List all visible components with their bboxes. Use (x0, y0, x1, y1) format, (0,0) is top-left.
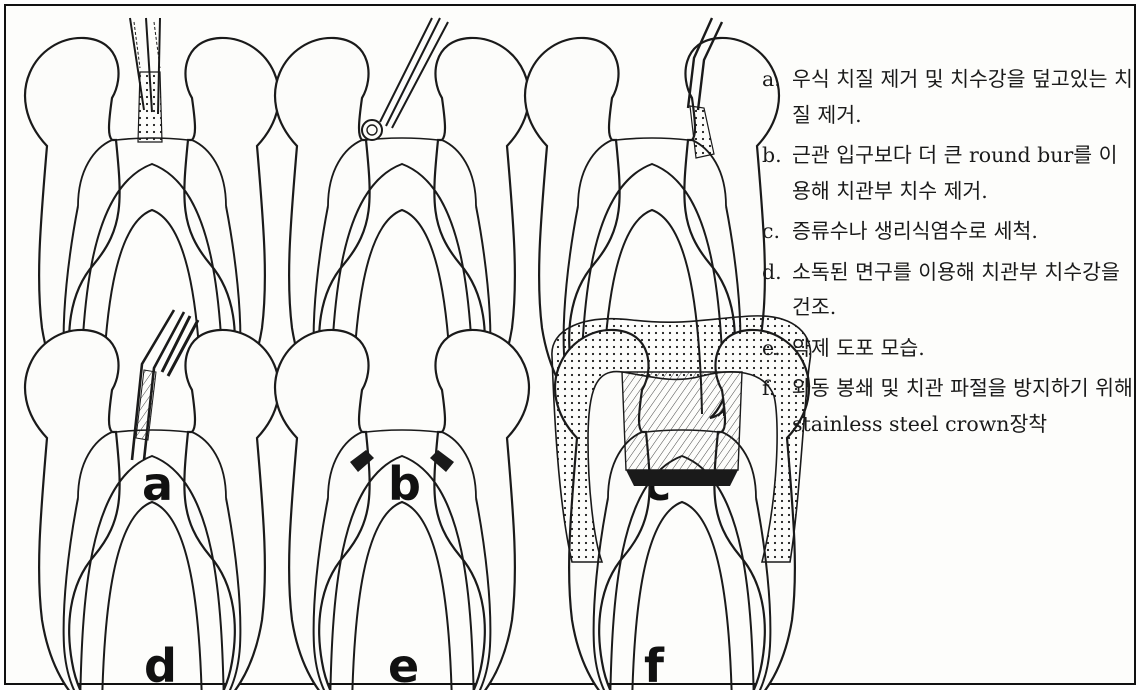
step-item-e: e. 약제 도포 모습. (762, 331, 1134, 367)
step-mark: b. (762, 138, 792, 209)
step-item-a: a. 우식 치질 제거 및 치수강을 덮고있는 치질 제거. (762, 62, 1134, 133)
step-mark: d. (762, 255, 792, 326)
step-list: a. 우식 치질 제거 및 치수강을 덮고있는 치질 제거. b. 근관 입구보… (762, 62, 1134, 447)
step-text: 근관 입구보다 더 큰 round bur를 이용해 치관부 치수 제거. (792, 138, 1134, 209)
step-text: 약제 도포 모습. (792, 331, 1134, 367)
step-text: 증류수나 생리식염수로 세척. (792, 214, 1134, 250)
bur-tool-a (130, 18, 162, 142)
step-item-f: f. 와동 봉쇄 및 치관 파절을 방지하기 위해 stainless stee… (762, 371, 1134, 442)
step-item-d: d. 소독된 면구를 이용해 치관부 치수강을건조. (762, 255, 1134, 326)
panel-letter-f: f (644, 639, 665, 690)
step-text: 와동 봉쇄 및 치관 파절을 방지하기 위해 stainless steel c… (792, 371, 1134, 442)
step-text: 우식 치질 제거 및 치수강을 덮고있는 치질 제거. (792, 62, 1134, 133)
step-mark: f. (762, 371, 792, 442)
step-mark: a. (762, 62, 792, 133)
step-item-c: c. 증류수나 생리식염수로 세척. (762, 214, 1134, 250)
panel-letter-e: e (388, 639, 419, 690)
panel-letter-d: d (144, 639, 177, 690)
step-text: 소독된 면구를 이용해 치관부 치수강을건조. (792, 255, 1134, 326)
step-mark: e. (762, 331, 792, 367)
step-mark: c. (762, 214, 792, 250)
step-item-b: b. 근관 입구보다 더 큰 round bur를 이용해 치관부 치수 제거. (762, 138, 1134, 209)
